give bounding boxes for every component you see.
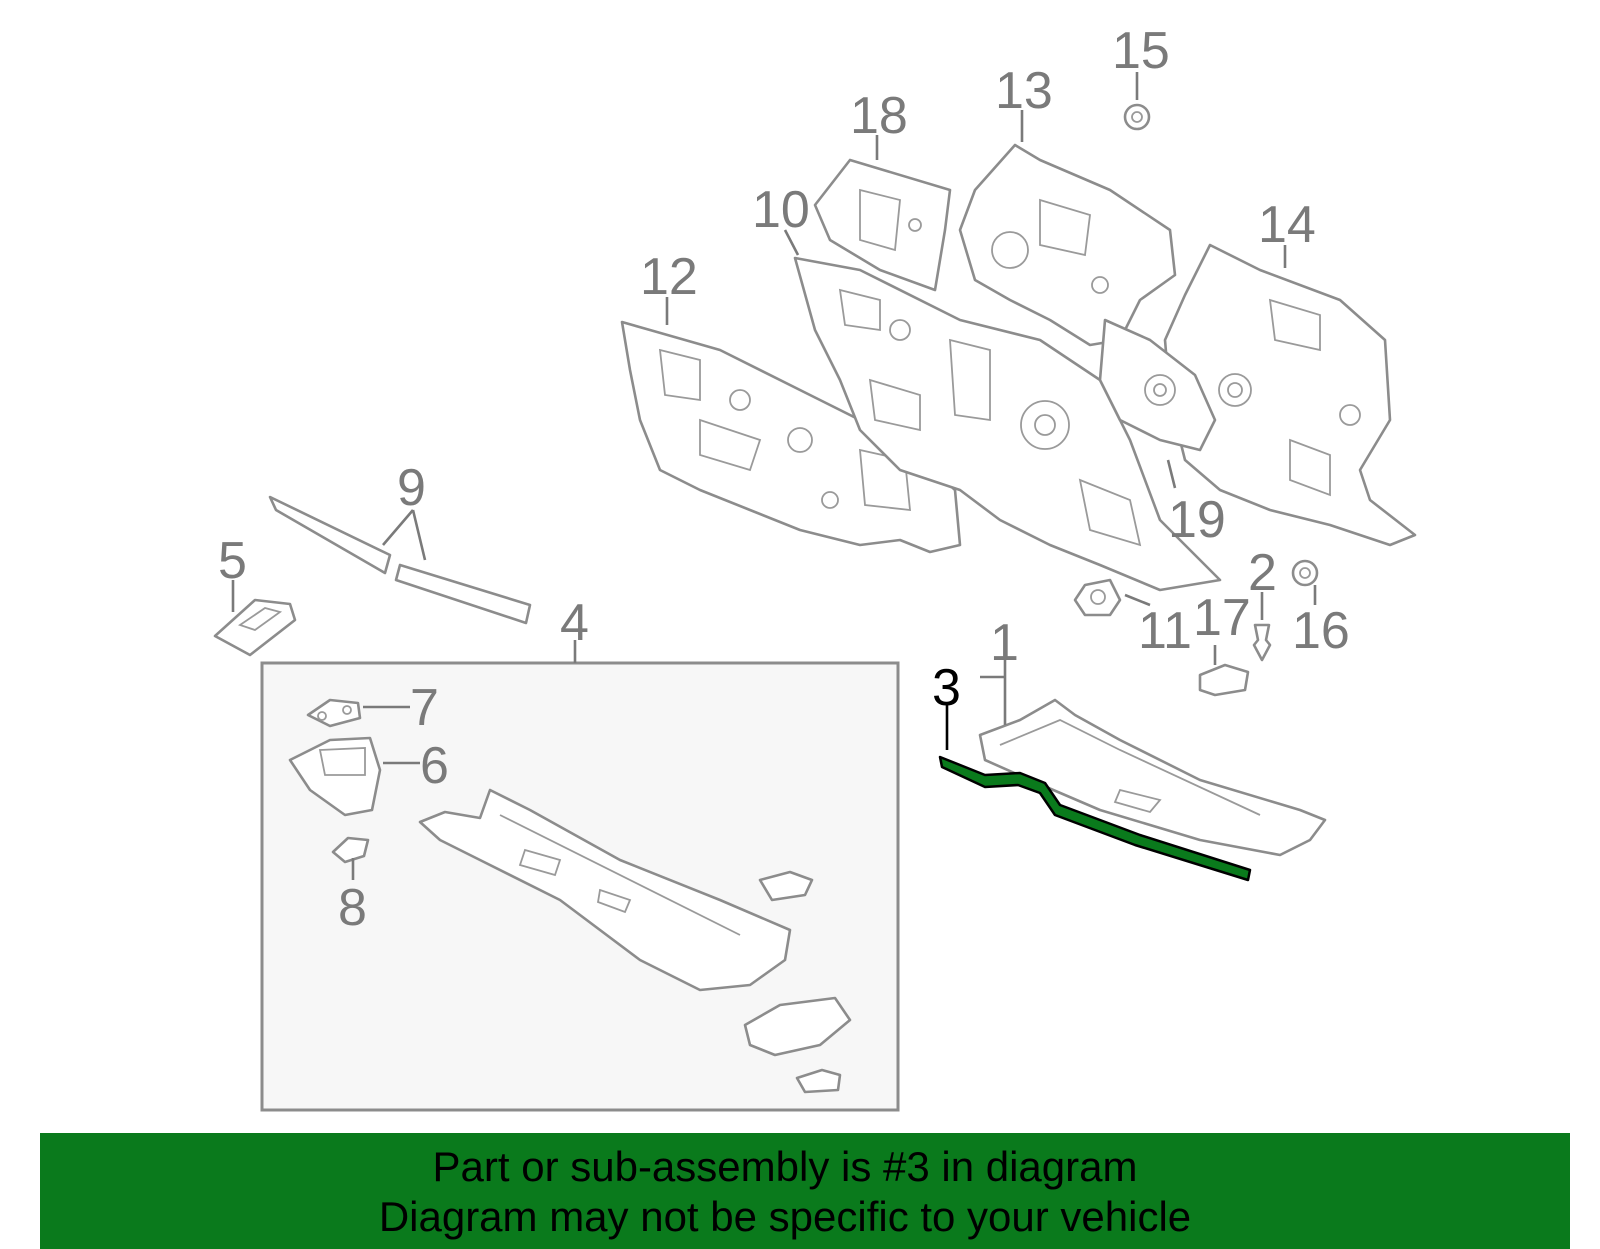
part-1-cowl-panel[interactable]	[978, 698, 1327, 857]
callout-17: 17	[1193, 589, 1251, 647]
callout-8: 8	[338, 879, 367, 937]
leader-lines	[231, 72, 1317, 880]
part-10-dash-panel-center[interactable]	[793, 256, 1222, 592]
part-15-grommet[interactable]	[1123, 103, 1151, 131]
part-9-seals[interactable]	[268, 495, 532, 625]
callout-6: 6	[420, 737, 449, 795]
part-3-seal-highlighted[interactable]	[938, 755, 1252, 882]
part-16-clip[interactable]	[1291, 559, 1319, 587]
part-18-bracket[interactable]	[813, 158, 952, 292]
part-5-bracket[interactable]	[213, 598, 297, 657]
part-17-bracket[interactable]	[1198, 663, 1250, 697]
callout-1: 1	[990, 614, 1019, 672]
callout-7: 7	[410, 679, 439, 737]
callout-4: 4	[560, 594, 589, 652]
part-7-bracket[interactable]	[306, 698, 362, 728]
part-13-dash-panel-upper[interactable]	[958, 143, 1177, 347]
part-4-cowl-panel[interactable]	[418, 788, 852, 1094]
callout-9: 9	[397, 459, 426, 517]
callout-18: 18	[850, 87, 908, 145]
callout-labels: 15 13 18 10 12 14 19 2 16 11 17 1 3 9 5 …	[218, 22, 1350, 937]
callout-19: 19	[1168, 491, 1226, 549]
part-19-reinforcement[interactable]	[1098, 318, 1217, 452]
part-11-plug[interactable]	[1073, 578, 1122, 617]
callout-3: 3	[932, 659, 961, 717]
callout-10: 10	[752, 181, 810, 239]
parts-diagram: 15 13 18 10 12 14 19 2 16 11 17 1 3 9 5 …	[213, 22, 1417, 1112]
part-6-gusset[interactable]	[288, 736, 382, 817]
part-2-screw[interactable]	[1252, 623, 1272, 662]
callout-16: 16	[1292, 602, 1350, 660]
callout-11: 11	[1138, 602, 1192, 660]
callout-14: 14	[1258, 196, 1316, 254]
callout-5: 5	[218, 532, 247, 590]
part-8-plate[interactable]	[331, 836, 370, 864]
info-banner: Part or sub-assembly is #3 in diagram Di…	[40, 1133, 1570, 1249]
callout-2: 2	[1248, 544, 1277, 602]
banner-line-part-number: Part or sub-assembly is #3 in diagram	[432, 1143, 1138, 1190]
callout-12: 12	[640, 248, 698, 306]
banner-line-disclaimer: Diagram may not be specific to your vehi…	[378, 1193, 1192, 1240]
callout-15: 15	[1112, 22, 1170, 80]
callout-13: 13	[995, 62, 1053, 120]
